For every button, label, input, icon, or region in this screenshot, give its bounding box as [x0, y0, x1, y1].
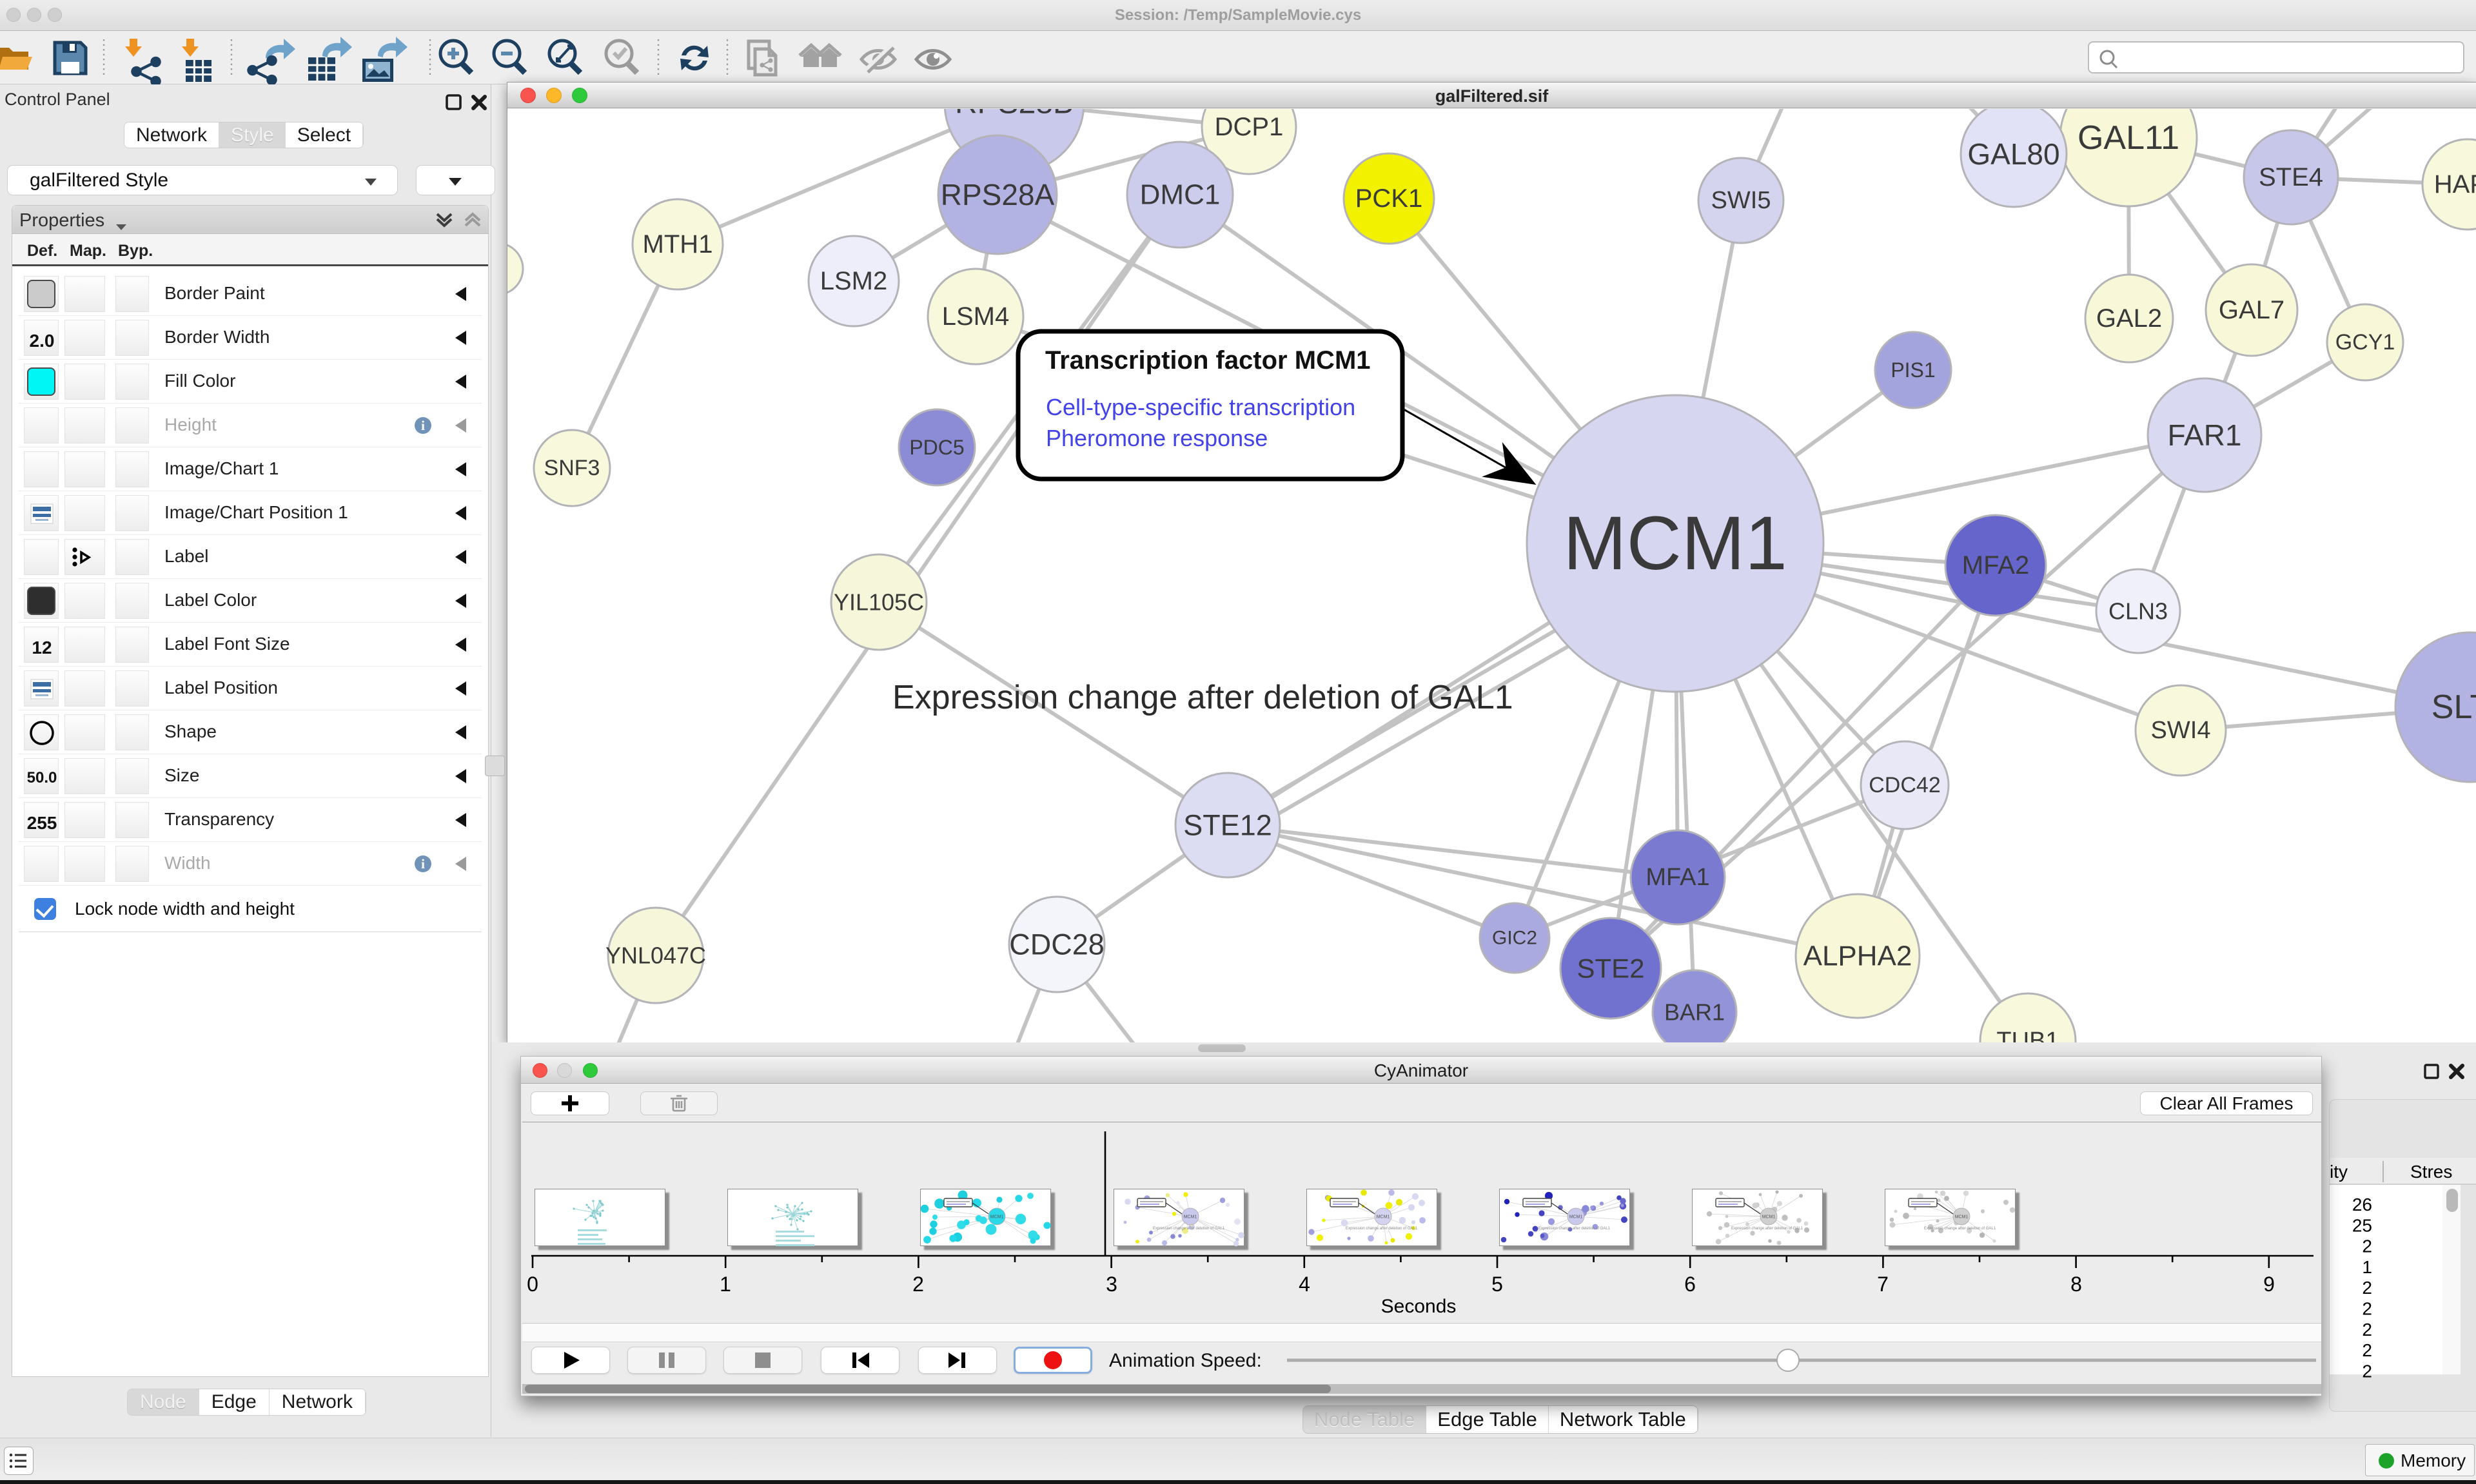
svg-text:Pheromone response: Pheromone response — [1046, 425, 1268, 451]
svg-text:YIL105C: YIL105C — [834, 589, 924, 616]
svg-text:MCM1: MCM1 — [990, 1215, 1004, 1220]
svg-text:PDC5: PDC5 — [909, 436, 964, 459]
svg-text:STE12: STE12 — [1183, 809, 1272, 842]
svg-text:2: 2 — [2362, 1320, 2372, 1340]
svg-text:DCP1: DCP1 — [1215, 113, 1284, 141]
svg-text:MCM1: MCM1 — [1184, 1215, 1197, 1220]
svg-text:STE4: STE4 — [2259, 163, 2323, 191]
svg-text:HAP2: HAP2 — [2434, 170, 2476, 199]
svg-text:GIC2: GIC2 — [1492, 928, 1537, 949]
svg-text:MCM1: MCM1 — [1377, 1215, 1390, 1220]
svg-text:FAR1: FAR1 — [2167, 418, 2241, 452]
svg-text:MCM1: MCM1 — [1955, 1215, 1969, 1220]
svg-text:Seconds: Seconds — [1381, 1296, 1457, 1317]
svg-text:7: 7 — [1877, 1273, 1889, 1296]
svg-text:8: 8 — [2070, 1273, 2082, 1296]
svg-text:TUB1: TUB1 — [1996, 1028, 2059, 1042]
svg-text:GAL80: GAL80 — [1967, 137, 2059, 171]
svg-text:0: 0 — [527, 1273, 538, 1296]
svg-text:Expression change after deleti: Expression change after deletion of GAL1 — [1153, 1227, 1225, 1231]
svg-text:2: 2 — [2362, 1361, 2372, 1381]
svg-text:25: 25 — [2352, 1215, 2372, 1235]
svg-text:SLT2: SLT2 — [2432, 688, 2476, 726]
svg-text:Expression change after deleti: Expression change after deletion of GAL1 — [1731, 1227, 1803, 1231]
svg-text:26: 26 — [2352, 1195, 2372, 1215]
svg-text:2: 2 — [2362, 1299, 2372, 1319]
svg-text:Expression change after deleti: Expression change after deletion of GAL1 — [1346, 1227, 1418, 1231]
svg-text:2: 2 — [912, 1273, 924, 1296]
svg-text:PIS1: PIS1 — [1891, 358, 1935, 382]
svg-text:MCM1: MCM1 — [1762, 1215, 1776, 1220]
svg-text:MCM1: MCM1 — [1569, 1215, 1583, 1220]
svg-text:LSM2: LSM2 — [820, 267, 888, 295]
svg-text:4: 4 — [1299, 1273, 1310, 1296]
svg-text:Expression change after deleti: Expression change after deletion of GAL1 — [1924, 1227, 1996, 1231]
svg-text:CDC28: CDC28 — [1009, 928, 1105, 961]
svg-text:MTH1: MTH1 — [643, 230, 713, 259]
svg-text:DMC1: DMC1 — [1140, 179, 1221, 211]
svg-text:ity: ity — [2330, 1162, 2348, 1182]
svg-text:MCM1: MCM1 — [1563, 501, 1787, 586]
svg-text:SNF3: SNF3 — [544, 456, 600, 480]
svg-text:MFA2: MFA2 — [1962, 551, 2029, 580]
svg-text:CLN3: CLN3 — [2108, 598, 2168, 625]
svg-text:1: 1 — [720, 1273, 731, 1296]
svg-text:PCK1: PCK1 — [1355, 184, 1423, 213]
svg-text:6: 6 — [1684, 1273, 1696, 1296]
svg-text:Transcription factor MCM1: Transcription factor MCM1 — [1045, 346, 1371, 375]
svg-text:1: 1 — [2362, 1257, 2372, 1277]
svg-text:SWI5: SWI5 — [1711, 187, 1771, 214]
svg-text:GAL11: GAL11 — [2078, 119, 2179, 157]
svg-text:3: 3 — [1106, 1273, 1117, 1296]
svg-text:RPS28A: RPS28A — [941, 178, 1055, 211]
svg-text:YNL047C: YNL047C — [605, 942, 706, 969]
svg-text:SWI4: SWI4 — [2151, 717, 2211, 744]
svg-text:2: 2 — [2362, 1278, 2372, 1298]
svg-text:2: 2 — [2362, 1340, 2372, 1360]
svg-text:GAL7: GAL7 — [2219, 296, 2284, 324]
svg-text:LSM4: LSM4 — [942, 302, 1010, 331]
svg-text:Stres: Stres — [2410, 1162, 2452, 1182]
svg-text:9: 9 — [2263, 1273, 2275, 1296]
svg-text:ALPHA2: ALPHA2 — [1803, 941, 1912, 972]
svg-text:2: 2 — [2362, 1236, 2372, 1256]
svg-text:5: 5 — [1491, 1273, 1503, 1296]
svg-text:BAR1: BAR1 — [1664, 999, 1725, 1026]
svg-text:CDC42: CDC42 — [1869, 773, 1940, 797]
svg-text:Expression change after deleti: Expression change after deletion of GAL1 — [892, 679, 1513, 716]
svg-text:Expression change after deleti: Expression change after deletion of GAL1 — [1538, 1227, 1611, 1231]
svg-text:STE2: STE2 — [1577, 953, 1644, 984]
svg-text:MFA1: MFA1 — [1646, 864, 1709, 891]
svg-text:GCY1: GCY1 — [2335, 330, 2395, 355]
svg-text:RPS28B: RPS28B — [955, 109, 1074, 121]
svg-text:Cell-type-specific transcripti: Cell-type-specific transcription — [1046, 394, 1355, 420]
svg-text:GAL2: GAL2 — [2096, 304, 2162, 333]
